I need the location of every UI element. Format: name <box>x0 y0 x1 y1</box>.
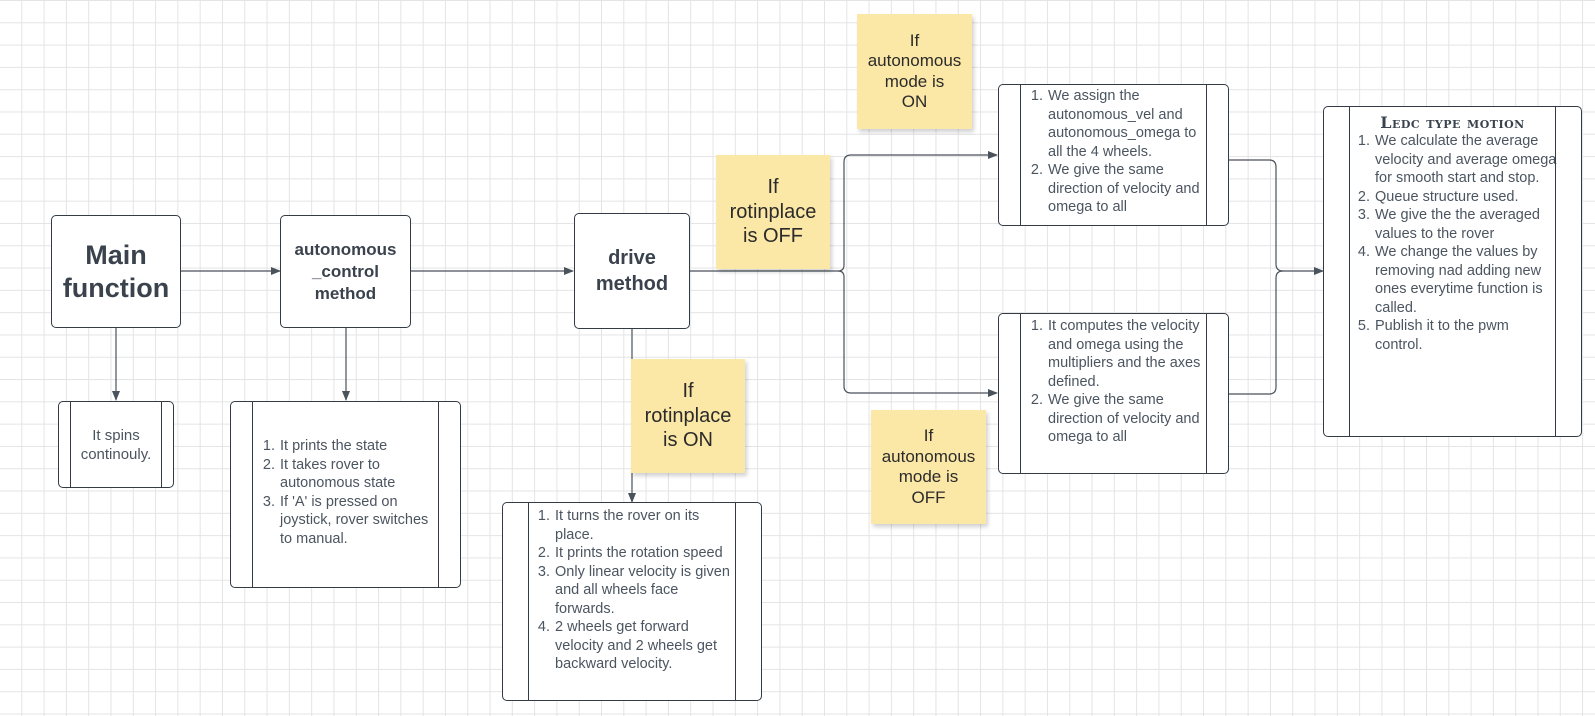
sticky-rotinplace-off-text: If rotinplace is OFF <box>729 176 817 248</box>
sticky-autonomous-on[interactable]: If autonomous mode is ON <box>857 14 972 129</box>
autonomous-on-steps-node[interactable]: We assign the autonomous_vel and autonom… <box>998 84 1229 226</box>
autonomous-off-step-2: We give the same direction of velocity a… <box>1047 391 1205 447</box>
sticky-autonomous-off[interactable]: If autonomous mode is OFF <box>871 410 986 524</box>
rotinplace-on-step-3: Only linear velocity is given and all wh… <box>554 563 732 619</box>
ledc-step-3: We give the the averaged values to the r… <box>1374 206 1558 243</box>
ledc-motion-node[interactable]: Ledc type motion We calculate the averag… <box>1323 106 1582 437</box>
autonomous-control-title: autonomous _control method <box>294 239 397 303</box>
ledc-motion-steps-list: We calculate the average velocity and av… <box>1358 132 1558 354</box>
autonomous-off-steps-list: It computes the velocity and omega using… <box>1031 317 1205 447</box>
autonomous-on-step-2: We give the same direction of velocity a… <box>1047 161 1205 217</box>
autonomous-off-step-1: It computes the velocity and omega using… <box>1047 317 1205 391</box>
main-function-node[interactable]: Main function <box>51 215 181 328</box>
main-spin-desc-text: It spins continouly. <box>80 426 152 463</box>
rotinplace-on-steps-list: It turns the rover on its place. It prin… <box>538 507 732 674</box>
main-spin-desc-node[interactable]: It spins continouly. <box>58 401 174 488</box>
rotinplace-on-step-1: It turns the rover on its place. <box>554 507 732 544</box>
rotinplace-on-step-2: It prints the rotation speed <box>554 544 732 563</box>
arrow-autonomous-on-to-ledc <box>1229 159 1324 275</box>
autonomous-step-3: If 'A' is pressed on joystick, rover swi… <box>279 493 439 549</box>
main-function-title: Main function <box>62 239 170 303</box>
arrow-autonomous-off-to-ledc <box>1229 270 1284 395</box>
autonomous-off-steps-node[interactable]: It computes the velocity and omega using… <box>998 313 1229 474</box>
autonomous-steps-list: It prints the state It takes rover to au… <box>263 437 439 548</box>
sticky-autonomous-off-text: If autonomous mode is OFF <box>881 426 976 507</box>
drive-method-node[interactable]: drive method <box>574 213 690 329</box>
autonomous-on-step-1: We assign the autonomous_vel and autonom… <box>1047 87 1205 161</box>
autonomous-control-node[interactable]: autonomous _control method <box>280 215 411 328</box>
rotinplace-on-step-4: 2 wheels get forward velocity and 2 whee… <box>554 618 732 674</box>
autonomous-steps-node[interactable]: It prints the state It takes rover to au… <box>230 401 461 588</box>
ledc-motion-title: Ledc type motion <box>1380 113 1525 132</box>
sticky-rotinplace-on-text: If rotinplace is ON <box>644 380 732 452</box>
autonomous-step-1: It prints the state <box>279 437 439 456</box>
sticky-rotinplace-on[interactable]: If rotinplace is ON <box>631 359 745 473</box>
autonomous-on-steps-list: We assign the autonomous_vel and autonom… <box>1031 87 1205 217</box>
autonomous-step-2: It takes rover to autonomous state <box>279 456 439 493</box>
ledc-step-2: Queue structure used. <box>1374 188 1558 207</box>
sticky-autonomous-on-text: If autonomous mode is ON <box>867 30 962 112</box>
arrow-drive-to-autonomous-off <box>837 270 998 397</box>
ledc-step-5: Publish it to the pwm control. <box>1374 317 1558 354</box>
ledc-step-4: We change the values by removing nad add… <box>1374 243 1558 317</box>
rotinplace-on-steps-node[interactable]: It turns the rover on its place. It prin… <box>502 502 762 701</box>
drive-method-title: drive method <box>595 247 669 295</box>
arrow-drive-to-autonomous-on <box>690 151 998 272</box>
sticky-rotinplace-off[interactable]: If rotinplace is OFF <box>716 155 830 269</box>
ledc-step-1: We calculate the average velocity and av… <box>1374 132 1558 188</box>
